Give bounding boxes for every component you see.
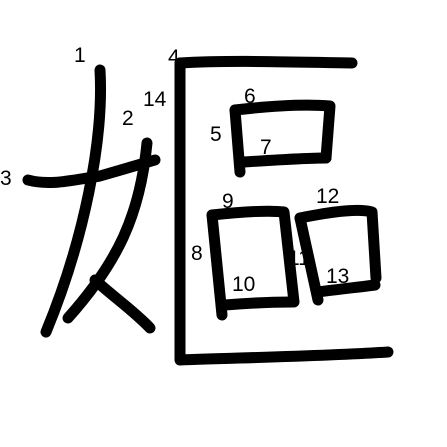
stroke-9 [206,205,300,308]
stroke-7 [238,152,332,168]
stroke-number-5: 5 [210,123,222,146]
stroke-3-tail [89,274,156,334]
stroke-8 [206,209,228,321]
stroke-3 [22,154,161,189]
stroke-11 [294,212,324,306]
stroke-number-3: 3 [0,167,12,190]
stroke-number-9: 9 [222,190,234,213]
stroke-number-6: 6 [244,85,256,108]
stroke-number-13: 13 [326,265,349,288]
stroke-number-10: 10 [232,273,255,296]
stroke-10 [219,296,298,311]
stroke-number-12: 12 [316,185,339,208]
stroke-number-11: 11 [288,247,310,270]
stroke-number-4: 4 [168,46,180,69]
stroke-6 [229,99,336,164]
stroke-12 [294,204,382,284]
stroke-number-1: 1 [74,44,86,67]
stroke-1 [40,64,106,338]
stroke-number-2: 2 [122,107,134,130]
stroke-14 [174,57,394,366]
stroke-number-7: 7 [260,136,272,159]
stroke-13 [312,279,381,298]
stroke-number-8: 8 [191,242,203,265]
stroke-4 [174,55,358,69]
stroke-number-14: 14 [143,88,167,111]
